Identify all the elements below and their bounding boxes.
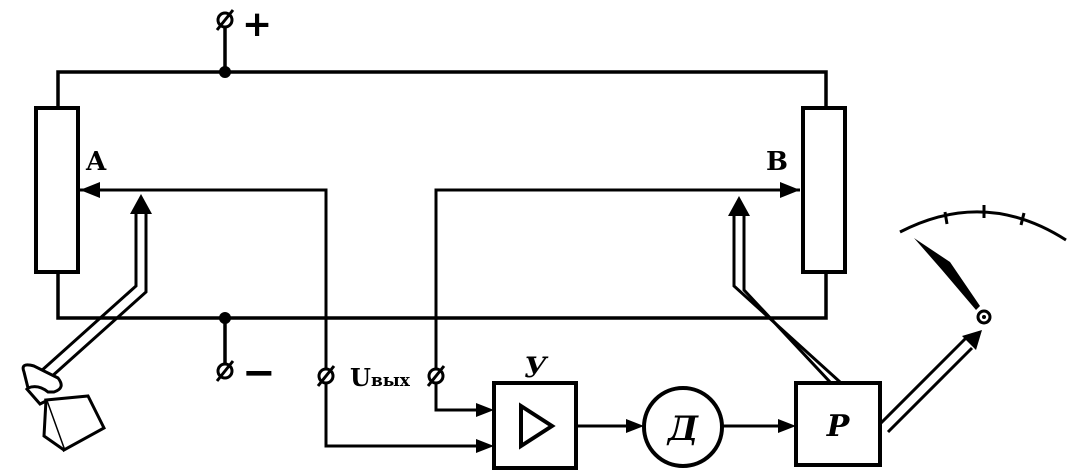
slider-a-arrowhead [80, 182, 100, 198]
gauge-scale [899, 205, 1067, 242]
uout-right-to-amp [434, 383, 478, 412]
plus-label: + [242, 4, 272, 45]
u-out-label: Uвых [350, 363, 411, 392]
reverser-box [794, 381, 882, 467]
sensor-icon [21, 363, 106, 453]
gauge-pointer-needle [914, 238, 980, 310]
top-junction-dot [219, 66, 231, 78]
uout-left-to-amp [324, 383, 478, 448]
resistor-b [801, 106, 847, 274]
amplifier-box [492, 381, 578, 470]
top-rail [56, 70, 828, 108]
supply-rails [56, 26, 828, 370]
resistor-a [34, 106, 80, 274]
minus-label: − [242, 350, 276, 396]
slider-b-wire [434, 188, 800, 369]
bottom-rail [56, 272, 828, 320]
reverser-label: Р [826, 409, 851, 444]
amplifier-label: У [524, 351, 549, 384]
bottom-junction-dot [219, 312, 231, 324]
mechanical-link-b [732, 214, 842, 384]
link-b-arrowhead [728, 196, 750, 216]
detector-label: Д [666, 409, 699, 449]
slider-a-wire [80, 188, 328, 369]
slider-b-arrowhead [780, 182, 800, 198]
amp-to-detector-arrow [626, 419, 644, 433]
amp-input-arrow-top [476, 403, 494, 417]
amplifier-triangle-icon [519, 402, 556, 450]
link-a-arrowhead [130, 194, 152, 214]
u-out-main: U [350, 363, 371, 392]
mechanical-link-pointer [878, 336, 974, 434]
terminal-minus [215, 360, 235, 382]
node-a-label: A [85, 147, 107, 177]
link-pointer-arrowhead [962, 330, 982, 350]
node-b-label: B [766, 147, 788, 177]
terminal-plus [215, 9, 235, 31]
amp-input-arrow-bottom [476, 439, 494, 453]
mechanical-link-a [38, 210, 148, 380]
u-out-sub: вых [371, 371, 411, 391]
detector-to-reverser-arrow [778, 419, 796, 433]
